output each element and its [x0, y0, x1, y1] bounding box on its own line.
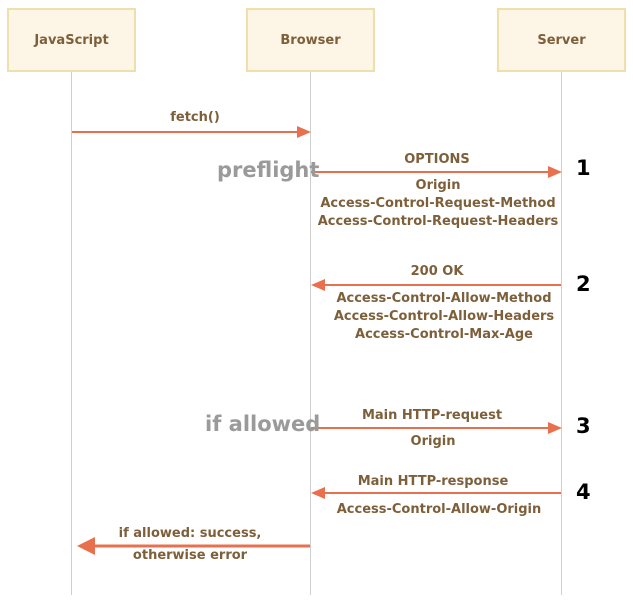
- header-line: Access-Control-Allow-Origin: [336, 502, 542, 517]
- main-request-headers: Origin: [411, 433, 456, 451]
- if-allowed-label: if allowed: [205, 412, 321, 436]
- result-line-1: if allowed: success,: [118, 526, 262, 541]
- step-number-4: 4: [576, 480, 591, 504]
- lifeline-server: [561, 72, 562, 595]
- result-line-2: otherwise error: [132, 548, 248, 563]
- header-line: Access-Control-Allow-Method: [336, 291, 552, 306]
- step-number-2: 2: [576, 272, 591, 296]
- actor-server-label: Server: [537, 32, 586, 48]
- step-number-1: 1: [576, 156, 591, 180]
- header-line: Access-Control-Request-Method: [320, 196, 556, 211]
- actor-javascript-label: JavaScript: [34, 32, 109, 48]
- main-response-label: Main HTTP-response: [357, 474, 509, 489]
- preflight-label: preflight: [217, 158, 320, 182]
- step-number-3: 3: [576, 414, 591, 438]
- lifeline-javascript: [71, 72, 72, 595]
- header-line: Origin: [415, 178, 461, 193]
- ok-label: 200 OK: [410, 264, 464, 279]
- actor-javascript: JavaScript: [7, 8, 136, 72]
- actor-server: Server: [497, 8, 626, 72]
- header-line: Origin: [410, 434, 456, 449]
- actor-browser-label: Browser: [280, 32, 341, 48]
- main-response-headers: Access-Control-Allow-Origin: [337, 501, 542, 519]
- main-request-label: Main HTTP-request: [361, 408, 503, 423]
- arrow-main-request: [311, 422, 562, 434]
- ok-headers: Access-Control-Allow-Method Access-Contr…: [334, 290, 554, 344]
- actor-browser: Browser: [246, 8, 375, 72]
- options-label: OPTIONS: [404, 152, 470, 167]
- arrow-options: [311, 166, 562, 178]
- header-line: Access-Control-Request-Headers: [317, 214, 559, 229]
- options-headers: Origin Access-Control-Request-Method Acc…: [318, 177, 559, 231]
- arrow-main-response: [311, 487, 561, 499]
- arrow-result: [77, 537, 310, 555]
- arrow-200-ok: [311, 279, 561, 291]
- fetch-label: fetch(): [170, 110, 220, 125]
- header-line: Access-Control-Allow-Headers: [333, 309, 555, 324]
- lifeline-browser: [310, 72, 311, 595]
- result-label: if allowed: success, otherwise error: [119, 523, 262, 567]
- arrow-fetch: [72, 126, 311, 138]
- header-line: Access-Control-Max-Age: [355, 327, 533, 342]
